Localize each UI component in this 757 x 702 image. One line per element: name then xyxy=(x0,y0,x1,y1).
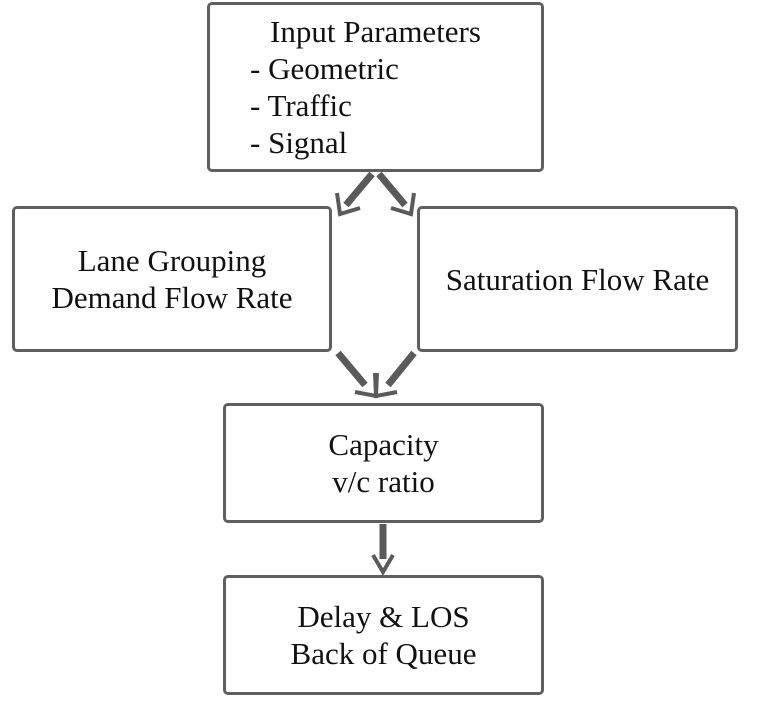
vc-ratio-label: v/c ratio xyxy=(332,464,435,499)
delay-los-box: Delay & LOS Back of Queue xyxy=(223,575,544,695)
arrow-saturation-to-capacity xyxy=(373,350,417,399)
saturation-flow-rate-box: Saturation Flow Rate xyxy=(417,206,738,352)
capacity-box: Capacity v/c ratio xyxy=(223,403,544,523)
input-parameters-box: Input Parameters - Geometric - Traffic -… xyxy=(207,2,544,172)
arrow-input-to-lane-grouping xyxy=(335,171,375,217)
input-parameters-list: - Geometric - Traffic - Signal xyxy=(250,50,399,161)
saturation-flow-rate-label: Saturation Flow Rate xyxy=(445,261,710,297)
input-item-geometric: - Geometric xyxy=(250,51,399,86)
delay-los-label: Delay & LOS xyxy=(297,599,470,634)
arrow-input-to-saturation xyxy=(376,171,416,217)
lane-grouping-label: Lane Grouping xyxy=(77,243,267,278)
demand-flow-rate-label: Demand Flow Rate xyxy=(51,280,293,315)
arrow-lane-grouping-to-capacity xyxy=(335,350,379,399)
arrow-capacity-to-delay xyxy=(371,524,395,576)
capacity-label: Capacity xyxy=(328,427,439,462)
input-parameters-title: Input Parameters xyxy=(270,14,481,49)
lane-grouping-box: Lane Grouping Demand Flow Rate xyxy=(12,206,332,352)
back-of-queue-label: Back of Queue xyxy=(290,636,477,671)
input-item-signal: - Signal xyxy=(250,125,348,160)
input-item-traffic: - Traffic xyxy=(250,88,352,123)
